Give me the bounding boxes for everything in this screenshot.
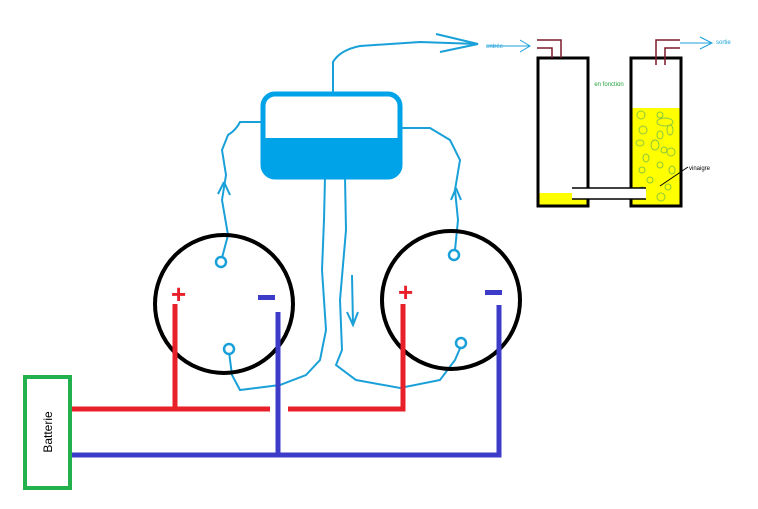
plus-sign-left: + (171, 279, 186, 309)
battery (23, 375, 72, 490)
status-label-text: en fonction (594, 82, 623, 88)
minus-sign-right (485, 290, 502, 295)
positive-wiring (70, 304, 406, 412)
negative-wiring (70, 305, 502, 458)
plus-sign-right: + (398, 277, 413, 307)
bubbler (487, 36, 714, 208)
battery-label: Batterie (41, 411, 55, 453)
outlet-label: sortie (716, 40, 731, 46)
vinegar-label: vinaigre (689, 166, 711, 172)
status-label: en fonction (594, 82, 623, 88)
inlet-label: entrée (486, 44, 504, 50)
water-tubing (217, 33, 479, 392)
minus-sign-left (258, 295, 275, 300)
electrolysis-cell-right (380, 229, 522, 371)
electrolysis-cell-left (153, 233, 295, 375)
cell-ports (214, 248, 468, 356)
gas-tank (260, 91, 403, 180)
